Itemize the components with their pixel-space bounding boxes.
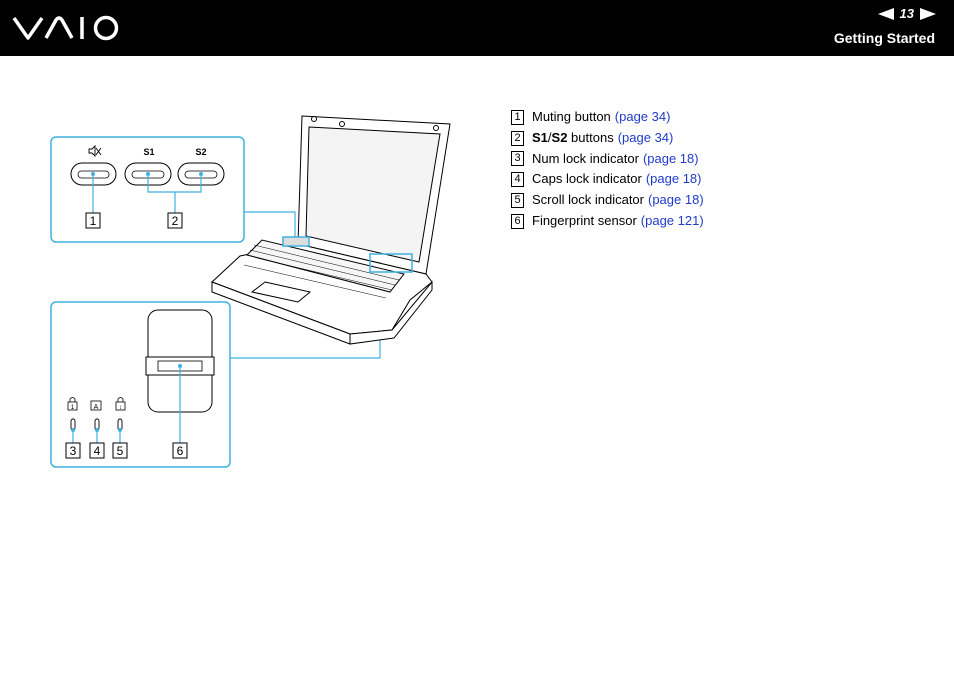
item-number: 5 bbox=[511, 193, 524, 209]
item-label: Num lock indicator bbox=[532, 150, 639, 166]
s2-label: S2 bbox=[195, 147, 206, 157]
page-header: 13 Getting Started bbox=[0, 0, 954, 56]
mute-icon bbox=[88, 144, 102, 158]
button-detail-box bbox=[50, 136, 245, 243]
triangle-right-icon[interactable] bbox=[920, 7, 936, 20]
item-label-sep: / bbox=[547, 129, 552, 145]
callout-5: 5 bbox=[117, 444, 124, 458]
callout-1: 1 bbox=[90, 214, 97, 228]
item-number: 6 bbox=[511, 213, 524, 229]
list-item: 4 Caps lock indicator (page 18) bbox=[511, 169, 704, 190]
svg-text:1: 1 bbox=[71, 405, 75, 411]
item-number: 2 bbox=[511, 130, 524, 146]
list-item: 2 S1/S2 buttons (page 34) bbox=[511, 128, 704, 149]
s1-label: S1 bbox=[143, 147, 154, 157]
callout-2: 2 bbox=[172, 214, 179, 228]
laptop-illustration bbox=[211, 115, 451, 345]
section-title: Getting Started bbox=[833, 30, 935, 46]
item-label: buttons bbox=[567, 129, 614, 145]
list-item: 3 Num lock indicator (page 18) bbox=[511, 149, 704, 170]
page-link[interactable]: (page 121) bbox=[640, 212, 704, 228]
item-label-bold-s2: S2 bbox=[551, 129, 568, 145]
item-label: Fingerprint sensor bbox=[532, 212, 637, 228]
page-link[interactable]: (page 18) bbox=[648, 192, 704, 208]
item-label-bold-s1: S1 bbox=[532, 129, 548, 145]
item-number: 1 bbox=[511, 109, 524, 125]
item-label: Scroll lock indicator bbox=[532, 192, 644, 208]
callout-6: 6 bbox=[177, 444, 184, 458]
component-list: 1 Muting button (page 34) 2 S1/S2 button… bbox=[511, 107, 704, 232]
num-lock-icon: 1 bbox=[67, 397, 78, 411]
item-number: 3 bbox=[511, 151, 524, 167]
svg-text:A: A bbox=[94, 404, 99, 411]
page-link[interactable]: (page 34) bbox=[614, 109, 671, 124]
page-nav: 13 bbox=[877, 6, 936, 21]
list-item: 6 Fingerprint sensor (page 121) bbox=[511, 211, 704, 232]
list-item: 1 Muting button (page 34) bbox=[511, 107, 704, 128]
page-link[interactable]: (page 18) bbox=[645, 171, 702, 187]
item-label: Caps lock indicator bbox=[532, 171, 642, 187]
page-link[interactable]: (page 18) bbox=[642, 150, 699, 166]
svg-text:↕: ↕ bbox=[119, 405, 122, 411]
page-number: 13 bbox=[899, 6, 914, 21]
scroll-lock-icon: ↕ bbox=[115, 397, 126, 411]
item-number: 4 bbox=[511, 172, 524, 188]
triangle-left-icon[interactable] bbox=[877, 7, 894, 20]
page-link[interactable]: (page 34) bbox=[617, 129, 674, 145]
caps-lock-icon: A bbox=[90, 400, 102, 411]
callout-4: 4 bbox=[94, 444, 101, 458]
callout-3: 3 bbox=[70, 444, 77, 458]
list-item: 5 Scroll lock indicator (page 18) bbox=[511, 190, 704, 211]
indicator-detail-box bbox=[50, 301, 231, 468]
item-label: Muting button bbox=[532, 109, 611, 124]
vaio-logo bbox=[12, 15, 119, 41]
